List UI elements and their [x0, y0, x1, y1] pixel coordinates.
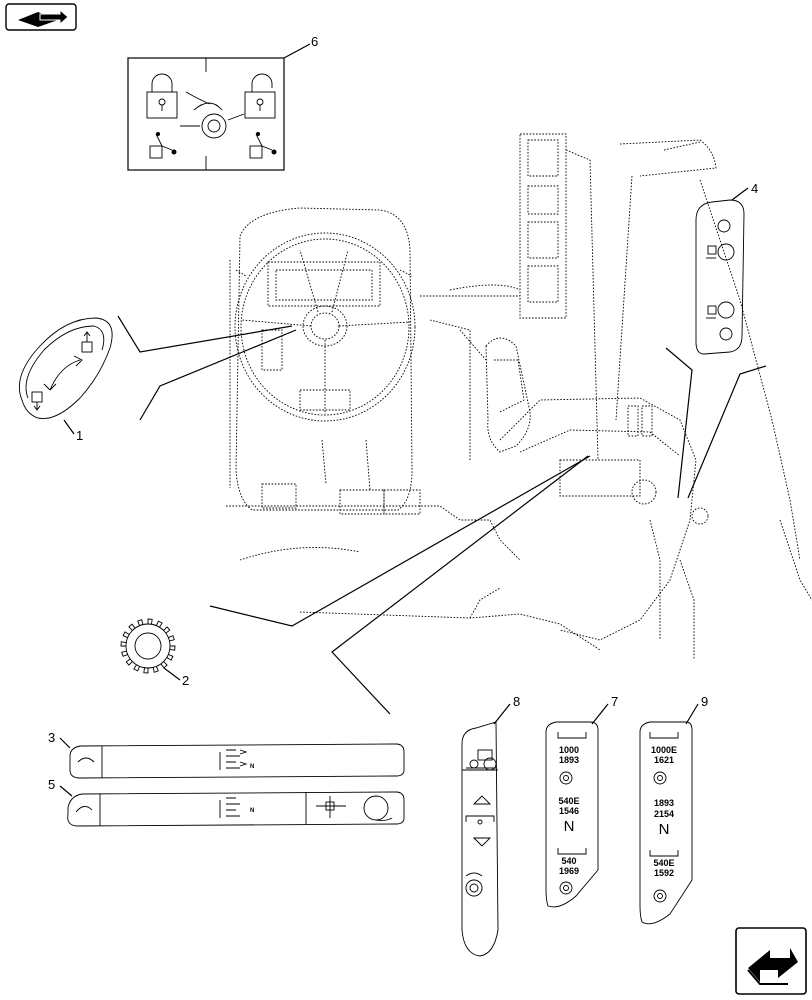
- gear-tooth: [169, 645, 176, 651]
- lever-positions-icon-2: [219, 797, 240, 818]
- callout-7: 7: [611, 694, 618, 709]
- decal-6-lock-label: [127, 57, 285, 171]
- callout-9: 9: [701, 694, 708, 709]
- decal-4-switch-label: [695, 199, 745, 355]
- decal-3-n: N: [250, 764, 254, 770]
- d7-row1b: 1893: [559, 755, 579, 765]
- d9-row2c: N: [659, 821, 670, 838]
- decal-3-lever-label: N: [69, 743, 405, 779]
- callout-3: 3: [48, 730, 55, 745]
- book-arrow-icon[interactable]: [5, 3, 77, 31]
- gear-tooth: [137, 619, 144, 626]
- gear-tooth: [166, 653, 174, 661]
- decal-2-gear-label: [120, 618, 176, 674]
- tractor-icon: [466, 749, 497, 771]
- next-page-arrow-icon[interactable]: [735, 927, 807, 995]
- gear-tooth: [133, 664, 141, 672]
- lever-icon-right: [249, 132, 277, 159]
- decal-5-n: N: [250, 808, 254, 814]
- up-arrow-icon: [472, 795, 492, 805]
- unlocked-padlock-icon: [244, 73, 276, 119]
- callout-2: 2: [182, 673, 189, 688]
- gear-tooth: [143, 667, 149, 674]
- gear-tooth: [125, 658, 133, 666]
- gear-tooth: [122, 631, 130, 639]
- decal-7-pto-label: 1000 1893 540E 1546 N 540 1969: [545, 721, 599, 908]
- tractor-cab-scene: [226, 133, 812, 660]
- d7-row3a: 540: [561, 856, 576, 866]
- gear-tooth: [152, 666, 159, 673]
- gear-tooth: [147, 618, 153, 625]
- gear-tooth: [168, 635, 175, 642]
- d9-row3a: 540E: [653, 858, 674, 868]
- callout-1: 1: [76, 428, 83, 443]
- down-arrow-icon: [472, 837, 492, 847]
- gear-tooth: [121, 650, 128, 657]
- callout-5: 5: [48, 777, 55, 792]
- cross-lever-icon: [316, 796, 346, 818]
- d9-row1b: 1621: [654, 755, 674, 765]
- gear-tooth: [120, 641, 127, 647]
- callout-6: 6: [311, 34, 318, 49]
- decal-1-hitch-label: [18, 317, 113, 420]
- lever-positions-icon: [219, 749, 248, 770]
- gear-tooth: [155, 620, 163, 628]
- d9-row3b: 1592: [654, 868, 674, 878]
- gear-tooth: [163, 626, 171, 634]
- d7-row2c: N: [564, 818, 575, 835]
- decal-5-lever-label: N: [67, 791, 405, 827]
- locked-padlock-icon: [146, 73, 178, 119]
- d9-row2a: 1893: [654, 798, 674, 808]
- callout-8: 8: [513, 694, 520, 709]
- gear-tooth: [128, 623, 136, 631]
- d9-row1a: 1000E: [651, 745, 677, 755]
- decal-8-control-label: [461, 721, 499, 957]
- knob-icon: [180, 91, 245, 139]
- callout-4: 4: [751, 181, 758, 196]
- lever-icon-left: [149, 132, 177, 159]
- d7-row2b: 1546: [559, 806, 579, 816]
- d9-row2b: 2154: [654, 809, 674, 819]
- gear-tooth: [160, 661, 168, 669]
- d7-row2a: 540E: [558, 796, 579, 806]
- d7-row3b: 1969: [559, 866, 579, 876]
- decal-9-pto-label: 1000E 1621 1893 2154 N 540E 1592: [639, 721, 693, 925]
- d7-row1a: 1000: [559, 745, 579, 755]
